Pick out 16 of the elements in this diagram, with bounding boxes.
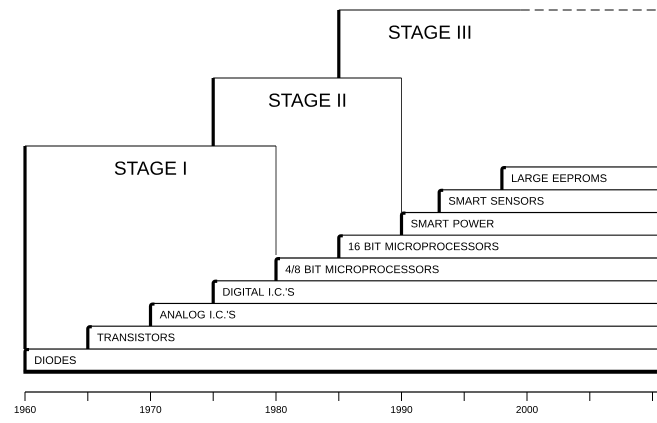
stage-bracket: STAGE III xyxy=(337,10,657,78)
technology-bar: SMART SENSORS xyxy=(438,188,657,212)
year-label: 1990 xyxy=(391,406,412,414)
year-label: 2000 xyxy=(516,406,538,414)
technology-bar: DIODES xyxy=(23,348,657,374)
technology-bar: ANALOG I.C.'S xyxy=(148,302,657,326)
technology-bar: SMART POWER xyxy=(400,212,657,236)
technology-bar: LARGE EEPROMS xyxy=(500,166,657,190)
technology-bar: DIGITAL I.C.'S xyxy=(212,280,657,304)
technology-bar: 4/8 BIT MICROPROCESSORS xyxy=(274,256,657,281)
year-label: 1970 xyxy=(140,406,162,414)
year-label: 1980 xyxy=(266,406,287,414)
technology-bar: 16 BIT MICROPROCESSORS xyxy=(337,234,657,258)
technology-bar: TRANSISTORS xyxy=(86,325,657,349)
year-label: 1960 xyxy=(14,406,36,414)
stage-bracket: STAGE II xyxy=(212,78,402,212)
